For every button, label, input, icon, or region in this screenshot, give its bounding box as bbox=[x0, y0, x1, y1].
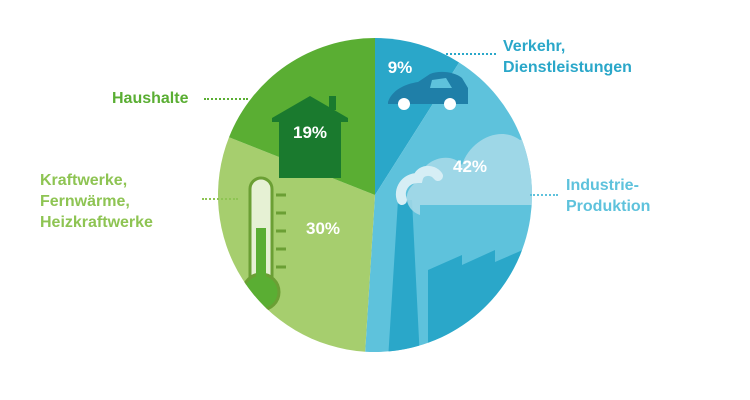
slice-value-label-verkehr: 9% bbox=[388, 58, 413, 77]
legend-label-verkehr-line1: Verkehr, bbox=[503, 38, 566, 55]
legend-label-kraftwerke-line3: Heizkraftwerke bbox=[40, 214, 153, 231]
legend-label-verkehr: Verkehr, Dienstleistungen bbox=[503, 36, 632, 78]
legend-label-haushalte-line1: Haushalte bbox=[112, 90, 189, 107]
slice-value-label-kraftwerke: 30% bbox=[306, 219, 340, 238]
slice-value-label-industrie: 42% bbox=[453, 157, 487, 176]
car-icon bbox=[388, 71, 468, 110]
legend-label-haushalte: Haushalte bbox=[112, 88, 188, 109]
legend-label-industrie: Industrie- Produktion bbox=[566, 175, 650, 217]
legend-label-verkehr-line2: Dienstleistungen bbox=[503, 59, 632, 76]
legend-label-kraftwerke-line1: Kraftwerke, bbox=[40, 172, 128, 189]
legend-label-kraftwerke: Kraftwerke, Fernwärme, Heizkraftwerke bbox=[40, 170, 196, 233]
leader-line-industrie bbox=[530, 194, 558, 196]
house-icon bbox=[272, 96, 348, 178]
legend-label-industrie-line2: Produktion bbox=[566, 198, 651, 215]
slice-value-label-haushalte: 19% bbox=[293, 123, 327, 142]
leader-line-verkehr bbox=[446, 53, 496, 55]
thermometer-icon bbox=[241, 176, 286, 312]
legend-label-industrie-line1: Industrie- bbox=[566, 177, 639, 194]
leader-line-haushalte bbox=[204, 98, 248, 100]
leader-line-kraftwerke bbox=[202, 198, 238, 200]
legend-label-kraftwerke-line2: Fernwärme, bbox=[40, 193, 130, 210]
